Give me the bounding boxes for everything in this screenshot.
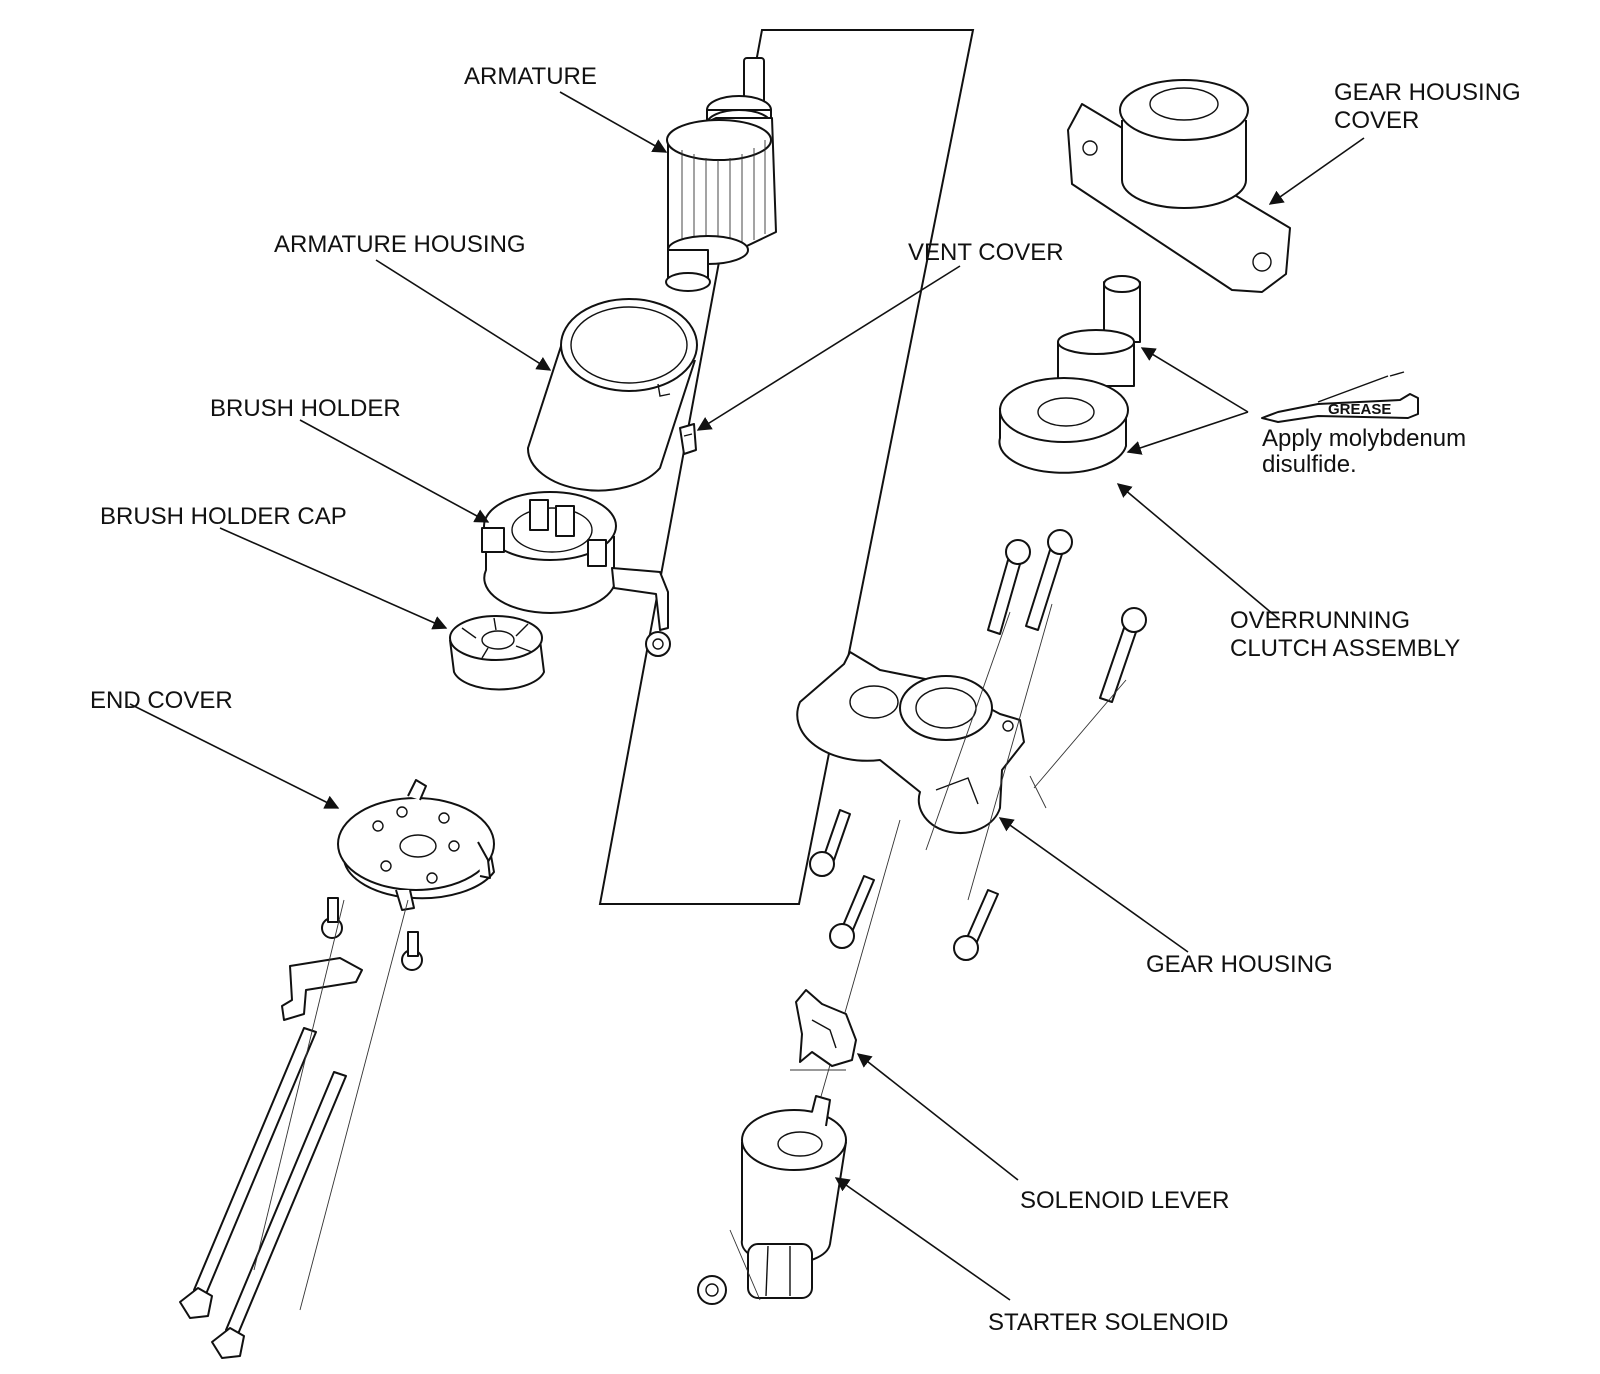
- end-cover-screws: [321, 897, 423, 971]
- label-overrunning-clutch-line1: OVERRUNNING: [1230, 607, 1410, 634]
- leader-grease-1: [1140, 347, 1249, 413]
- overrunning-clutch-part: [998, 275, 1141, 474]
- gear-housing-cover-part: [1067, 79, 1291, 293]
- through-bolts: [179, 1027, 347, 1359]
- grease-note-line2: disulfide.: [1262, 451, 1357, 478]
- leader-end-cover: [129, 703, 340, 809]
- label-end-cover: END COVER: [90, 687, 233, 714]
- gear-housing-part: [796, 651, 1025, 834]
- assembly-frame: [598, 29, 975, 905]
- leader-brush-holder-cap: [219, 527, 448, 630]
- leader-gear-housing-cover: [1268, 137, 1365, 205]
- label-gear-housing-cover-line1: GEAR HOUSING: [1334, 79, 1521, 106]
- leader-armature: [559, 91, 668, 153]
- leader-grease-2: [1126, 411, 1249, 455]
- armature-part: [665, 57, 777, 292]
- end-cover-part: [337, 779, 495, 911]
- label-brush-holder: BRUSH HOLDER: [210, 395, 401, 422]
- label-solenoid-lever: SOLENOID LEVER: [1020, 1187, 1229, 1214]
- solenoid-nut: [697, 1275, 727, 1305]
- vent-cover-part: [679, 423, 697, 455]
- bracket-part: [281, 957, 363, 1021]
- solenoid-lever-part: [795, 989, 857, 1067]
- leader-gear-housing: [998, 817, 1189, 953]
- leader-solenoid-lever: [856, 1053, 1019, 1181]
- label-brush-holder-cap: BRUSH HOLDER CAP: [100, 503, 347, 530]
- leader-overrunning-clutch: [1116, 483, 1281, 621]
- label-gear-housing: GEAR HOUSING: [1146, 951, 1333, 978]
- grease-note-line1: Apply molybdenum: [1262, 425, 1466, 452]
- brush-holder-part: [481, 491, 671, 657]
- starter-solenoid-part: [740, 1095, 847, 1299]
- label-starter-solenoid: STARTER SOLENOID: [988, 1309, 1229, 1336]
- label-gear-housing-cover-line2: COVER: [1334, 107, 1419, 134]
- label-overrunning-clutch-line2: CLUTCH ASSEMBLY: [1230, 635, 1460, 662]
- brush-holder-cap-part: [449, 615, 545, 691]
- leader-vent-cover: [696, 265, 961, 431]
- gear-housing-screws: [809, 809, 999, 961]
- leader-brush-holder: [299, 419, 490, 523]
- armature-housing-part: [526, 298, 698, 492]
- grease-tube-label: GREASE: [1328, 401, 1391, 418]
- leader-starter-solenoid: [834, 1177, 1011, 1301]
- label-armature: ARMATURE: [464, 63, 597, 90]
- grease-tube-icon: [1261, 371, 1419, 423]
- gear-housing-bolts: [987, 529, 1147, 703]
- leader-armature-housing: [375, 259, 552, 371]
- label-armature-housing: ARMATURE HOUSING: [274, 231, 526, 258]
- label-vent-cover: VENT COVER: [908, 239, 1064, 266]
